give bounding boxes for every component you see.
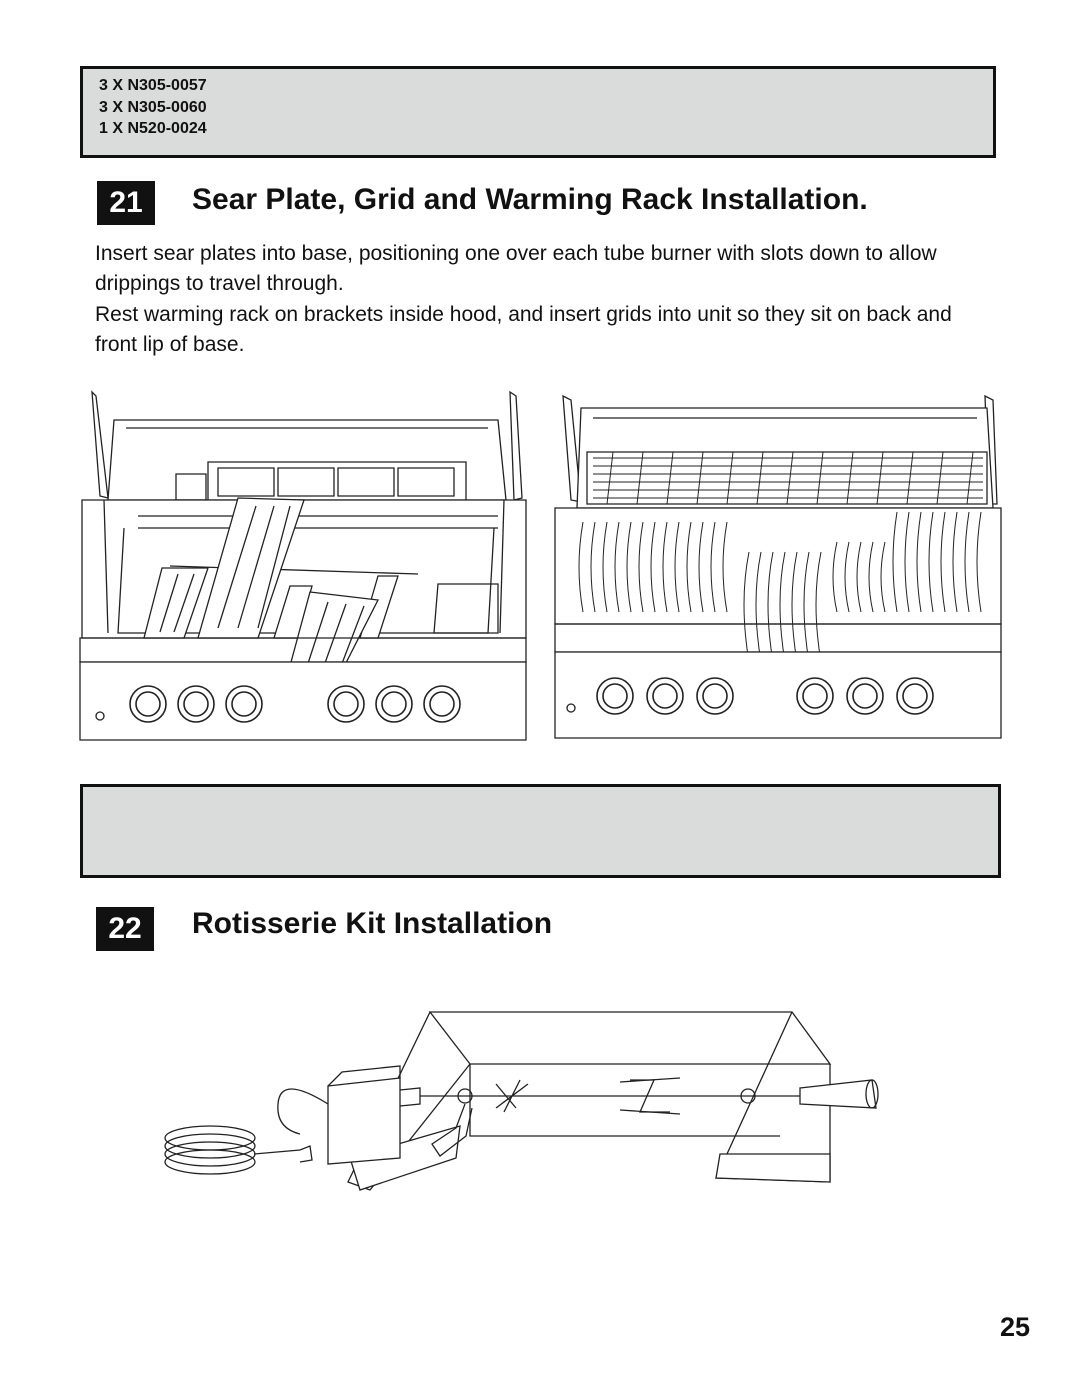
grill-grids-warming-rack-illustration — [553, 392, 1003, 754]
rotisserie-kit-illustration — [160, 1008, 880, 1198]
parts-list-box: 3 X N305-0057 3 X N305-0060 1 X N520-002… — [80, 66, 996, 158]
step-22-title: Rotisserie Kit Installation — [192, 907, 553, 940]
step-22-number: 22 — [96, 907, 154, 951]
parts-line-3: 1 X N520-0024 — [99, 120, 207, 137]
step-21-paragraph-2: Rest warming rack on brackets inside hoo… — [95, 303, 952, 356]
step-21-number: 21 — [97, 181, 155, 225]
note-box — [80, 784, 1001, 878]
grill-sear-plates-illustration — [78, 388, 530, 750]
step-21-paragraph-1: Insert sear plates into base, positionin… — [95, 242, 937, 295]
page-number: 25 — [1000, 1312, 1031, 1342]
parts-line-1: 3 X N305-0057 — [99, 77, 207, 94]
parts-line-2: 3 X N305-0060 — [99, 98, 207, 116]
step-21-title: Sear Plate, Grid and Warming Rack Instal… — [192, 183, 868, 216]
